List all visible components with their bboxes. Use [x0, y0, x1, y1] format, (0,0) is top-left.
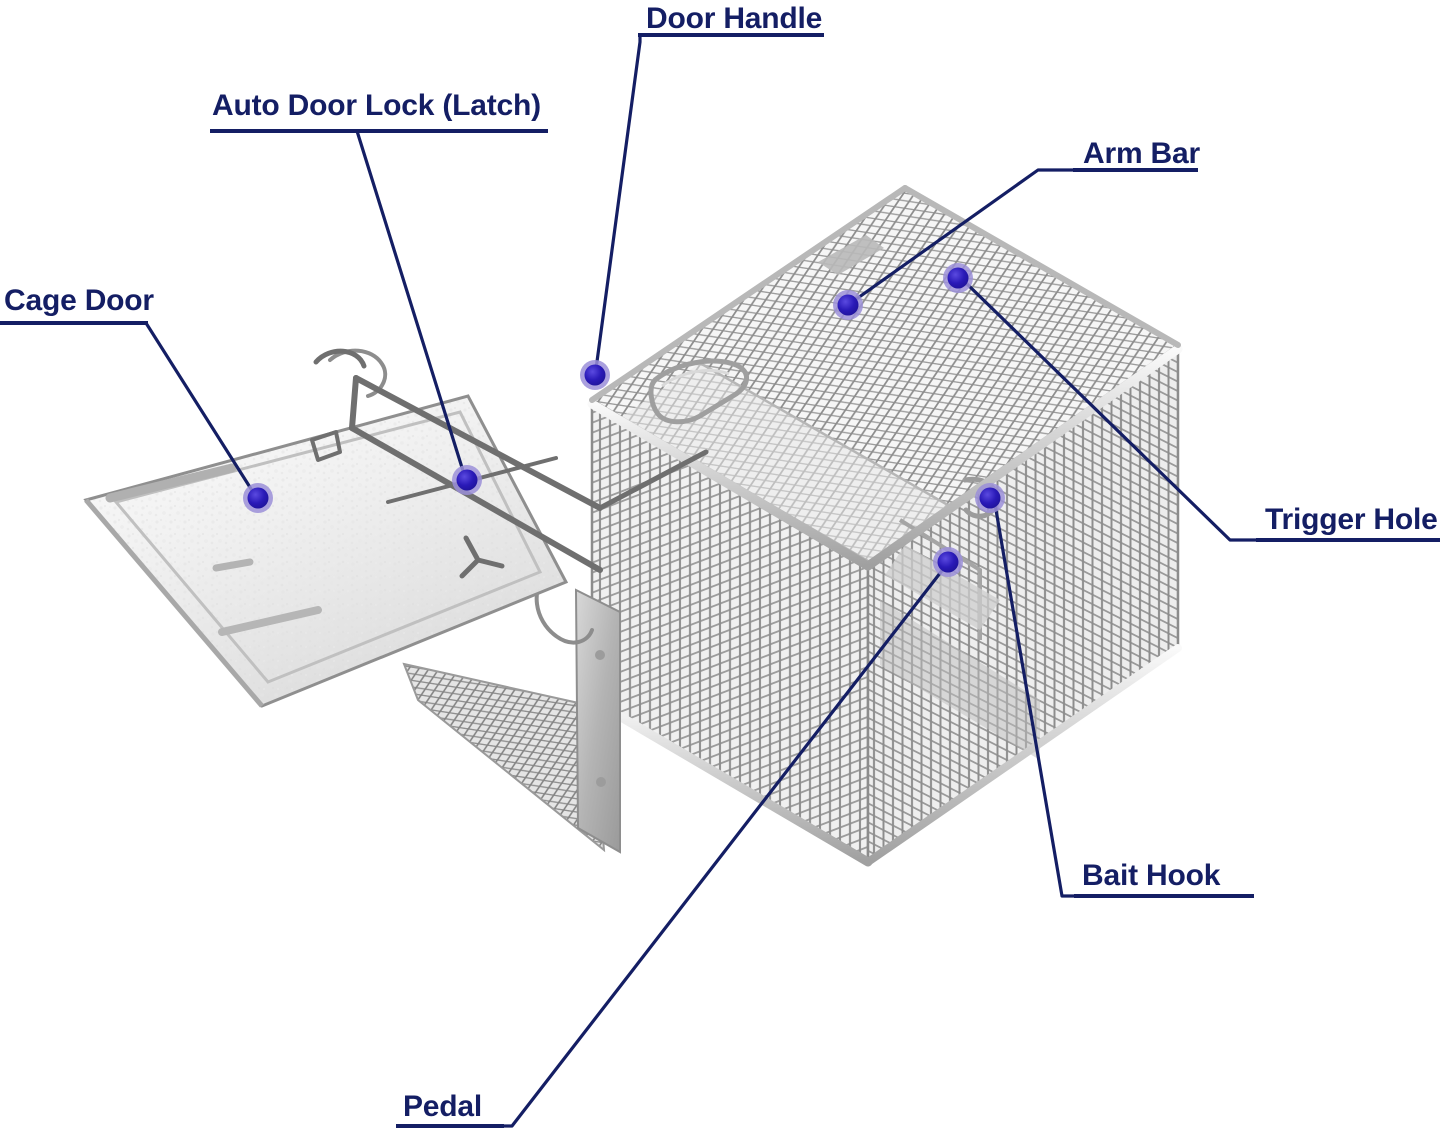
door-frame-post	[576, 590, 620, 852]
leader-line-door-handle	[594, 33, 642, 371]
marker-dot-auto-door-lock[interactable]	[456, 469, 478, 491]
cage-door-inner-lip	[113, 410, 543, 684]
leader-line-cage-door	[144, 321, 255, 494]
cage-rail-end-top	[863, 344, 1183, 571]
marker-dot-door-handle[interactable]	[584, 364, 606, 386]
cage-rail-left-top	[589, 185, 908, 403]
auto-door-lock-tongue	[459, 535, 505, 579]
cage-door-slot-mid	[212, 558, 254, 572]
latch-bracket	[310, 430, 342, 462]
marker-dot-arm-bar[interactable]	[837, 294, 859, 316]
carry-handle-loop	[648, 358, 749, 425]
leader-line-pedal	[500, 566, 946, 1128]
leader-line-arm-bar	[853, 168, 1077, 302]
cage-door-slot-bottom	[218, 606, 322, 636]
callout-label-bait-hook: Bait Hook	[1082, 859, 1221, 892]
door-frame-post-outline	[574, 588, 621, 854]
arm-bar-to-cage	[597, 449, 709, 511]
latch-spring-loop	[313, 348, 367, 369]
callout-graphics	[0, 33, 1440, 1128]
trigger-tab	[818, 235, 884, 275]
leader-line-bait-hook	[993, 502, 1078, 898]
cage-floor-outline	[402, 662, 606, 853]
callout-label-cage-door: Cage Door	[4, 284, 154, 317]
marker-dot-cage-door[interactable]	[247, 487, 269, 509]
cage-door-plate	[83, 394, 569, 708]
cage-rail-front-bottom	[587, 695, 873, 867]
cage-rail-front-top	[587, 399, 873, 571]
arm-bar-main	[349, 425, 603, 573]
cage-interior-ramp	[880, 600, 1040, 760]
arm-bar-upper	[353, 375, 603, 511]
door-post-rivet-top	[595, 650, 605, 660]
door-post-rivet-bottom	[596, 777, 606, 787]
marker-dot-bait-hook[interactable]	[979, 487, 1001, 509]
arm-bar-riser	[349, 375, 359, 431]
leader-line-auto-door-lock	[355, 129, 466, 476]
pedal-plate	[885, 545, 1000, 630]
carry-handle-highlight	[661, 368, 730, 388]
latch-mechanism	[310, 348, 709, 579]
callout-label-door-handle: Door Handle	[646, 2, 823, 35]
cage-door-slot-top	[105, 463, 237, 503]
marker-dot-pedal[interactable]	[937, 551, 959, 573]
callout-label-auto-door-lock: Auto Door Lock (Latch)	[212, 89, 541, 122]
marker-dot-trigger-hole[interactable]	[947, 267, 969, 289]
leader-line-trigger-hole	[964, 281, 1260, 542]
callout-label-arm-bar: Arm Bar	[1083, 137, 1200, 170]
callout-label-pedal: Pedal	[403, 1090, 483, 1123]
cage-floor-mesh-left	[404, 664, 604, 850]
callout-label-trigger-hole: Trigger Hole	[1265, 503, 1438, 536]
cage-rail-back-top	[902, 185, 1181, 348]
cage-door-edge-left	[84, 498, 264, 708]
cage-rail-end-bottom	[864, 644, 1182, 866]
